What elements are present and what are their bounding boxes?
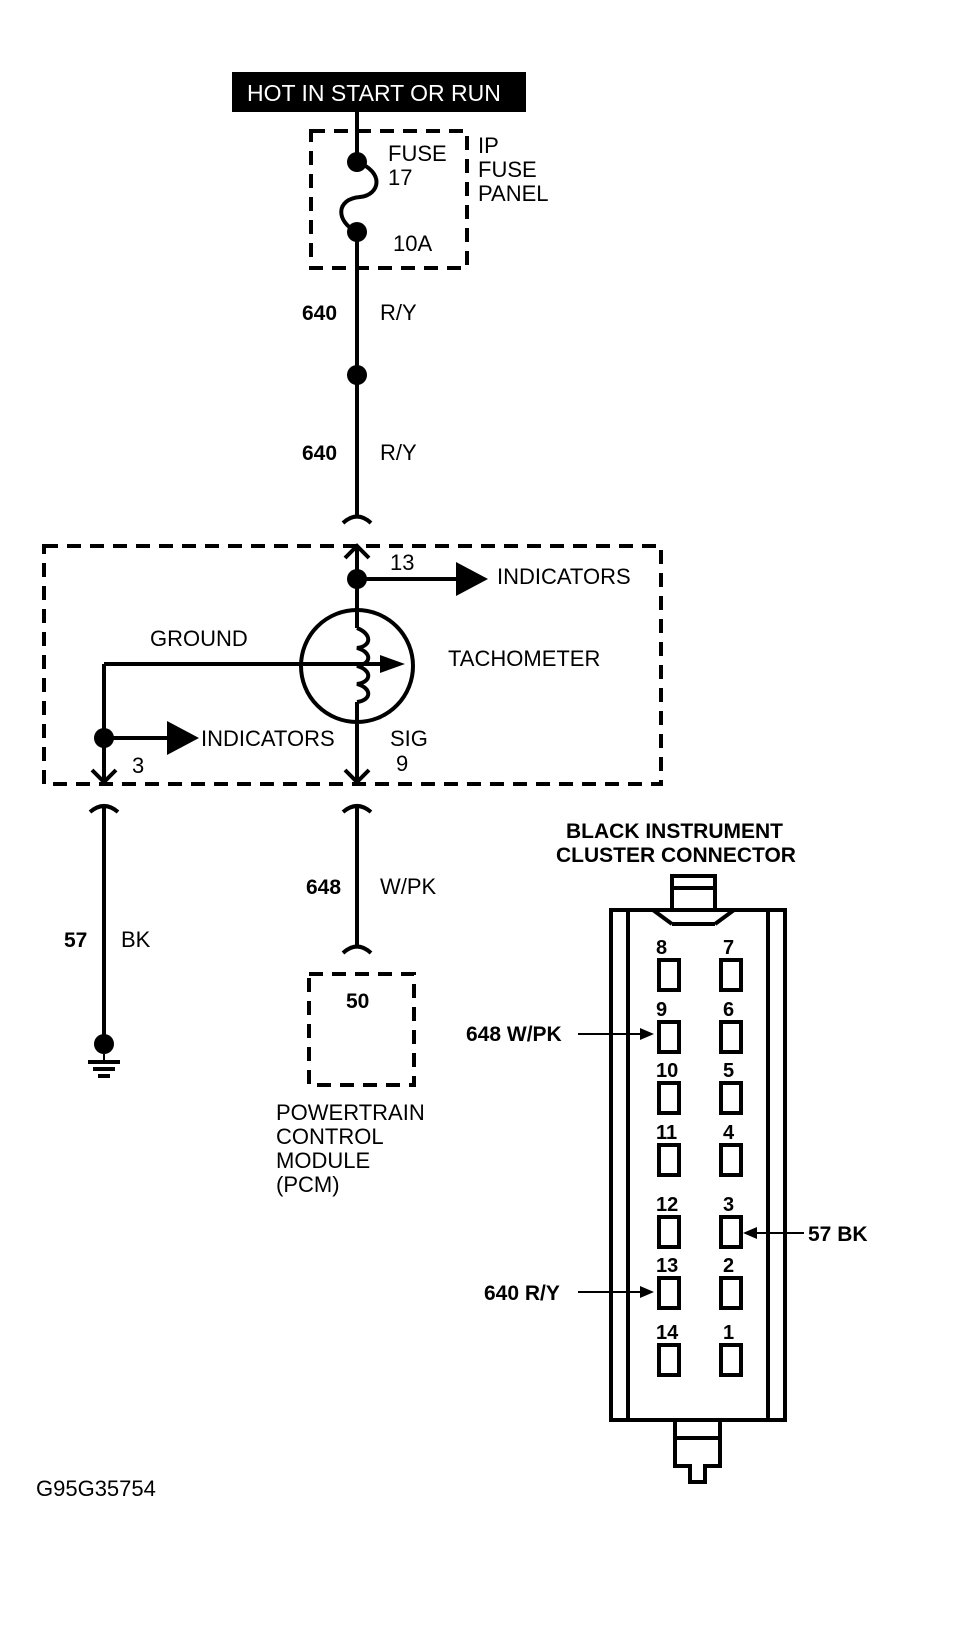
connector-pin-number: 9 (656, 999, 667, 1021)
callout-57-label: 57 BK (808, 1223, 868, 1246)
wire-648-circuit: 648 (306, 876, 341, 899)
connector-pin-number: 14 (656, 1322, 679, 1344)
cluster-pin-9: 9 (396, 751, 408, 776)
cluster-pin-13: 13 (390, 550, 414, 575)
callout-648-arrow (640, 1028, 654, 1040)
wire-640-upper-color: R/Y (380, 300, 417, 325)
connector-title-1: BLACK INSTRUMENT (566, 820, 783, 843)
connector-pin-cavity (657, 1343, 681, 1377)
connector-pin-number: 2 (723, 1255, 734, 1277)
ground-label: GROUND (150, 626, 248, 651)
connector-pin-number: 10 (656, 1060, 678, 1082)
connector-pin-cavity (719, 1020, 743, 1054)
indicators-left-arrow (167, 721, 199, 755)
pcm-label-2: CONTROL (276, 1124, 384, 1149)
cluster-box (42, 544, 663, 786)
fuse-panel-label-3: PANEL (478, 181, 549, 206)
connector-pin-cavity (657, 1215, 681, 1249)
fuse-panel-label-1: IP (478, 133, 499, 158)
indicators-right-label: INDICATORS (497, 564, 631, 589)
wire-57-circuit: 57 (64, 929, 87, 952)
cluster-sig-label: SIG (390, 726, 428, 751)
connector-pin-cavity (657, 958, 681, 992)
connector-symbol-640 (341, 514, 373, 525)
cluster-pin-9-chevron (343, 768, 371, 785)
pcm-label-4: (PCM) (276, 1172, 340, 1197)
connector-pin-cavity (657, 1143, 681, 1177)
ground-pointer-arrow (380, 655, 405, 673)
fuse-rating: 10A (393, 231, 432, 256)
indicators-left-label: INDICATORS (201, 726, 335, 751)
wire-648-color: W/PK (380, 874, 437, 899)
connector-pin-cavity (719, 1343, 743, 1377)
connector-pin-number: 3 (723, 1194, 734, 1216)
pcm-pin: 50 (346, 990, 369, 1013)
wire-640-upper-circuit: 640 (302, 302, 337, 325)
indicators-right-arrow (456, 562, 488, 596)
cluster-pin-3-chevron (90, 768, 118, 785)
connector-pin-cavity (719, 1143, 743, 1177)
wire-57-color: BK (121, 927, 151, 952)
wire-640-lower-color: R/Y (380, 440, 417, 465)
connector-pin-cavity (719, 958, 743, 992)
connector-pin-number: 5 (723, 1060, 734, 1082)
connector-symbol-57 (88, 804, 120, 814)
pcm-box (307, 972, 416, 1087)
callout-57-arrow (743, 1227, 757, 1239)
wire-640-lower-circuit: 640 (302, 442, 337, 465)
connector-pin-number: 11 (656, 1122, 677, 1144)
connector-pin-number: 4 (723, 1122, 735, 1144)
ground-symbol-icon (88, 1054, 120, 1078)
connector-pin-cavity (719, 1081, 743, 1115)
connector-pin-cavity (719, 1276, 743, 1310)
connector-symbol-648-top (341, 804, 373, 814)
connector-symbol-648-bottom (341, 944, 373, 955)
connector-pins: 8 7 9 6 10 5 11 4 12 3 13 2 14 1 (656, 937, 743, 1377)
fuse-number: 17 (388, 165, 412, 190)
callout-648-label: 648 W/PK (466, 1023, 562, 1046)
connector-title-2: CLUSTER CONNECTOR (556, 844, 796, 867)
connector-pin-number: 6 (723, 999, 734, 1021)
connector-pin-number: 7 (723, 937, 734, 959)
connector-pin-cavity (657, 1276, 681, 1310)
tachometer-label: TACHOMETER (448, 646, 600, 671)
fuse-panel-label-2: FUSE (478, 157, 537, 182)
connector-pin-number: 1 (723, 1322, 734, 1344)
ground-terminal (94, 1034, 114, 1054)
fuse-element (339, 160, 379, 234)
header-box (232, 72, 526, 112)
fuse-panel-box (309, 129, 469, 270)
connector-pin-number: 8 (656, 937, 667, 959)
fuse-label: FUSE (388, 141, 447, 166)
connector-housing (609, 874, 787, 1484)
connector-pin-number: 12 (656, 1194, 678, 1216)
connector-pin-cavity (657, 1020, 681, 1054)
pcm-label-1: POWERTRAIN (276, 1100, 425, 1125)
figure-id: G95G35754 (36, 1476, 156, 1501)
connector-pin-cavity (719, 1215, 743, 1249)
pcm-label-3: MODULE (276, 1148, 370, 1173)
connector-pin-number: 13 (656, 1255, 678, 1277)
cluster-pin-3: 3 (132, 753, 144, 778)
callout-640-arrow (640, 1286, 654, 1298)
callout-640-label: 640 R/Y (484, 1282, 560, 1305)
connector-pin-cavity (657, 1081, 681, 1115)
header-label: HOT IN START OR RUN (247, 80, 501, 106)
